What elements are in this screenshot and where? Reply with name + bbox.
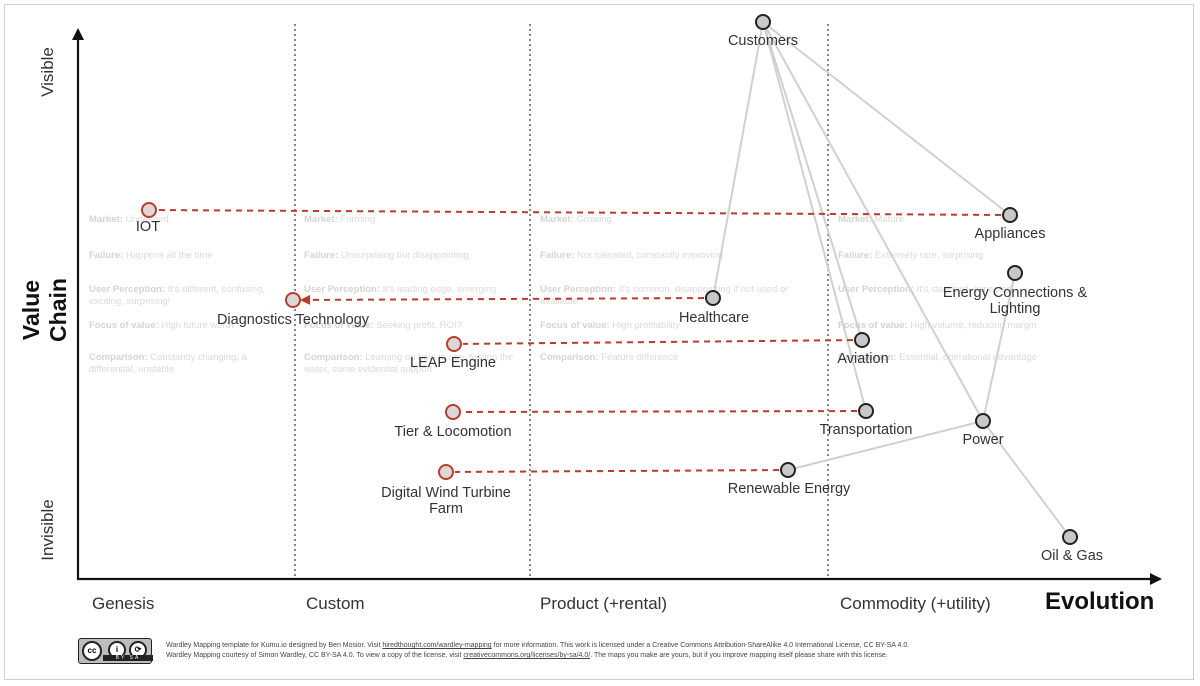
node-tier[interactable] [445, 404, 461, 420]
evolution-arrow-appliances-to-iot [157, 209, 1002, 216]
link-customers-appliances [762, 21, 1011, 216]
label-diagnostics-technology: Diagnostics Technology [216, 312, 370, 328]
hiredthought-link[interactable]: hiredthought.com/wardley-mapping [382, 642, 492, 649]
invisible-label: Invisible [38, 499, 57, 561]
footer-line-2: Wardley Mapping courtesy of Simon Wardle… [166, 651, 909, 661]
node-appliances[interactable] [1002, 207, 1018, 223]
stage-label-custom: Custom [306, 594, 365, 613]
footer-text: for more information. This work is licen… [491, 642, 910, 649]
link-customers-power [762, 21, 984, 422]
license-footer: Wardley Mapping template for Kumu.io des… [166, 641, 909, 661]
stage-label-genesis: Genesis [92, 594, 155, 613]
node-customers[interactable] [755, 14, 771, 30]
label-appliances: Appliances [974, 226, 1046, 242]
footer-line-1: Wardley Mapping template for Kumu.io des… [166, 641, 909, 651]
label-customers: Customers [727, 33, 799, 49]
node-aviation[interactable] [854, 332, 870, 348]
label-digital-wind-turbine-farm: Digital Wind Turbine Farm [381, 485, 511, 517]
badge-by: BY [115, 655, 127, 661]
node-iot[interactable] [141, 202, 157, 218]
node-oil_gas[interactable] [1062, 529, 1078, 545]
node-leap[interactable] [446, 336, 462, 352]
footer-text: . The maps you make are yours, but if yo… [590, 652, 888, 659]
badge-sa: SA [129, 655, 141, 661]
stage-label-product: Product (+rental) [540, 594, 668, 613]
evolution-axis-title: Evolution [1045, 588, 1155, 615]
value-chain-axis-title: Value Chain [18, 278, 71, 342]
link-customers-transportation [762, 21, 867, 412]
label-energy-connections: Energy Connections & Lighting [942, 285, 1088, 317]
cc-strip: BY SA [103, 655, 153, 661]
cc-icon: cc [82, 641, 102, 661]
label-oil-gas: Oil & Gas [1040, 548, 1104, 564]
dependency-links [712, 21, 1071, 538]
node-power[interactable] [975, 413, 991, 429]
node-renewable_energy[interactable] [780, 462, 796, 478]
node-transportation[interactable] [858, 403, 874, 419]
component-nodes [141, 14, 1078, 545]
label-iot: IOT [135, 219, 161, 235]
visible-label: Visible [38, 47, 57, 97]
footer-text: Wardley Mapping template for Kumu.io des… [166, 642, 383, 649]
label-aviation: Aviation [837, 351, 889, 367]
evolution-arrow-transportation-to-tier [461, 410, 858, 413]
label-power: Power [962, 432, 1004, 448]
link-power-oil_gas [982, 420, 1071, 538]
evolution-arrows [157, 209, 1002, 473]
evolution-arrow-aviation-to-leap [462, 339, 854, 345]
attribution-icon: i [108, 641, 126, 659]
footer-text: Wardley Mapping courtesy of Simon Wardle… [166, 652, 464, 659]
link-power-energy_connections [982, 272, 1016, 422]
stage-label-commodity: Commodity (+utility) [840, 594, 991, 613]
link-customers-healthcare [712, 21, 764, 299]
creativecommons-link[interactable]: creativecommons.org/licenses/by-sa/4.0/ [463, 652, 591, 659]
node-energy_connections[interactable] [1007, 265, 1023, 281]
label-tier-locomotion: Tier & Locomotion [394, 424, 512, 440]
link-customers-aviation [762, 21, 863, 341]
map-frame [4, 4, 1194, 680]
label-renewable-energy: Renewable Energy [727, 481, 851, 497]
node-healthcare[interactable] [705, 290, 721, 306]
label-leap-engine: LEAP Engine [410, 355, 496, 371]
node-wind[interactable] [438, 464, 454, 480]
evolution-arrow-renewable_energy-to-wind [454, 469, 780, 473]
evolution-arrow-healthcare-to-diagnostics [299, 294, 705, 305]
axes [72, 28, 1162, 585]
label-transportation: Transportation [819, 422, 913, 438]
cc-by-sa-badge: cc i ⟳ BY SA [78, 638, 153, 664]
label-healthcare: Healthcare [678, 310, 750, 326]
link-power-renewable_energy [787, 420, 984, 471]
node-diagnostics[interactable] [285, 292, 301, 308]
